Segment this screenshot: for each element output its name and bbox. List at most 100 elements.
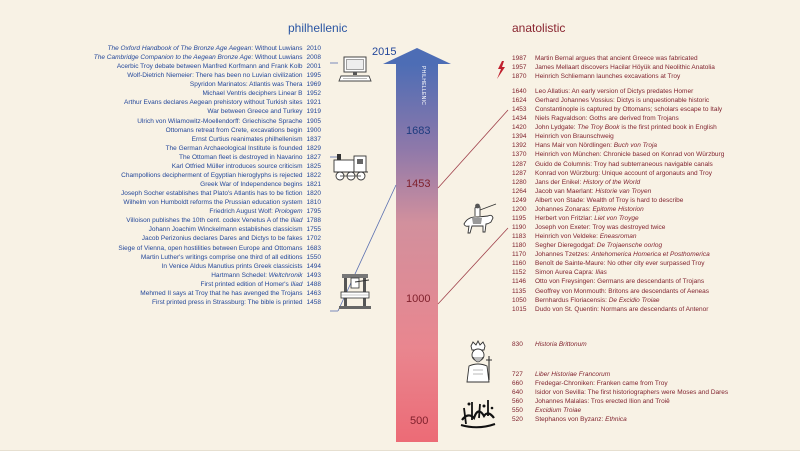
event-text: Wolf-Dietrich Niemeier: There has been n… bbox=[127, 72, 303, 80]
event-text: Heinrich Schliemann launches excavations… bbox=[535, 73, 681, 81]
event-year: 1702 bbox=[306, 235, 321, 243]
event-year: 1919 bbox=[306, 108, 321, 116]
event-text: First printed press in Strassburg: The b… bbox=[151, 298, 303, 306]
event-text: Karl Otfried Müller introduces source cr… bbox=[171, 162, 303, 170]
event-year: 1434 bbox=[512, 115, 527, 123]
philhellenic-header: philhellenic bbox=[288, 21, 348, 35]
event-text: Fredegar-Chroniken: Franken came from Tr… bbox=[535, 380, 668, 388]
anatolistic-event-row: 1200 Johannes Zonaras: Epitome Historion bbox=[512, 206, 644, 214]
event-year: 1624 bbox=[512, 97, 527, 105]
event-text: Hans Mair von Nördlingen: Buch von Troja bbox=[535, 142, 657, 150]
event-text: Heinrich von München: Chronicle based on… bbox=[535, 151, 725, 159]
event-year: 1755 bbox=[306, 226, 321, 234]
computer-icon bbox=[337, 54, 373, 89]
event-year: 1969 bbox=[306, 81, 321, 89]
event-year: 1135 bbox=[512, 287, 526, 295]
event-text: Villoison publishes the 10th cent. codex… bbox=[126, 217, 303, 225]
event-year: 830 bbox=[512, 341, 523, 348]
event-year: 1195 bbox=[512, 214, 526, 222]
event-year: 1190 bbox=[512, 224, 526, 232]
event-year: 1921 bbox=[306, 99, 321, 107]
event-text: Joseph von Exeter: Troy was destroyed tw… bbox=[535, 224, 666, 232]
event-year: 520 bbox=[512, 416, 523, 424]
philhellenic-event-row: Jacob Perizonius declares Dares and Dict… bbox=[142, 235, 321, 243]
event-year: 1952 bbox=[306, 90, 321, 98]
event-year: 1463 bbox=[306, 289, 321, 297]
event-text: Johannes Malalas: Tros erected Ilion and… bbox=[535, 398, 670, 406]
axis-mark-1683: 1683 bbox=[406, 125, 431, 137]
event-year: 1870 bbox=[512, 73, 527, 81]
event-text: First printed edition of Homer's Iliad bbox=[200, 280, 303, 288]
event-year: 1494 bbox=[306, 262, 321, 270]
anatolistic-event-row: 1287 Konrad von Würzburg: Unique account … bbox=[512, 170, 712, 178]
right-connector-lines bbox=[437, 109, 509, 305]
event-text: Constantinople is captured by Ottomans; … bbox=[535, 106, 723, 114]
event-text: War between Greece and Turkey bbox=[207, 108, 303, 116]
event-year: 1820 bbox=[306, 190, 321, 198]
event-year: 1287 bbox=[512, 169, 527, 177]
event-text: Wilhelm von Humboldt reforms the Prussia… bbox=[123, 199, 303, 207]
event-text: Johann Joachim Winckelmann establishes c… bbox=[148, 226, 303, 234]
printing-press-icon bbox=[338, 272, 372, 317]
event-text: Historia Brittonum bbox=[535, 341, 587, 348]
event-year: 1488 bbox=[306, 280, 321, 288]
event-text: Albert von Stade: Wealth of Troy is hard… bbox=[535, 196, 684, 204]
philhellenic-event-row: Siege of Vienna, open hostilities betwee… bbox=[118, 245, 321, 253]
philhellenic-event-row: Martin Luther's writings comprise one th… bbox=[141, 254, 321, 262]
event-text: The German Archaeological Institute is f… bbox=[165, 144, 303, 152]
event-text: Jacob Perizonius declares Dares and Dict… bbox=[141, 235, 303, 243]
philhellenic-event-row: Johann Joachim Winckelmann establishes c… bbox=[149, 226, 321, 234]
event-year: 1900 bbox=[306, 126, 321, 134]
event-text: James Mellaart discovers Hacilar Höyük a… bbox=[535, 64, 715, 72]
philhellenic-event-row: Arthur Evans declares Aegean prehistory … bbox=[124, 99, 321, 107]
event-text: In Venice Aldus Manutius prints Greek cl… bbox=[161, 262, 303, 270]
philhellenic-event-row: Wilhelm von Humboldt reforms the Prussia… bbox=[123, 199, 321, 207]
event-year: 1015 bbox=[512, 305, 527, 313]
event-year: 1200 bbox=[512, 205, 527, 213]
event-text: Jans der Enikel: History of the World bbox=[535, 178, 641, 186]
arabic-calligraphy-icon bbox=[458, 394, 498, 435]
event-text: Johannes Zonaras: Epitome Historion bbox=[535, 205, 644, 213]
philhellenic-event-row: Mehmed II says at Troy that he has aveng… bbox=[140, 290, 321, 298]
event-text: The Ottoman fleet is destroyed in Navari… bbox=[178, 153, 303, 161]
event-text: Segher Dieregodgaf: De Trojaensche oorlo… bbox=[535, 242, 663, 250]
philhellenic-event-row: Karl Otfried Müller introduces source cr… bbox=[172, 163, 321, 171]
event-text: Spyridon Marinatos: Atlantis was Thera bbox=[189, 81, 303, 89]
event-text: Isidor von Sevilla: The first historiogr… bbox=[535, 389, 729, 397]
event-text: Ulrich von Wilamowitz-Moellendorff: Grie… bbox=[137, 117, 303, 125]
event-text: Mehmed II says at Troy that he has aveng… bbox=[140, 289, 303, 297]
axis-vertical-label: PHILHELLENIC bbox=[420, 66, 426, 106]
event-text: Otto von Freysingen: Germans are descend… bbox=[535, 278, 705, 286]
philhellenic-event-row: In Venice Aldus Manutius prints Greek cl… bbox=[162, 263, 321, 271]
philhellenic-event-row: Wolf-Dietrich Niemeier: There has been n… bbox=[127, 72, 321, 80]
event-year: 560 bbox=[512, 398, 523, 406]
event-text: Konrad von Würzburg: Unique account of a… bbox=[535, 169, 713, 177]
event-text: Leo Allatius: An early version of Dictys… bbox=[535, 88, 694, 95]
event-year: 1453 bbox=[512, 106, 527, 114]
event-year: 640 bbox=[512, 389, 523, 397]
event-year: 1837 bbox=[306, 135, 321, 143]
axis-mark-1453: 1453 bbox=[406, 178, 431, 190]
event-year: 1493 bbox=[306, 271, 321, 279]
event-year: 2001 bbox=[306, 63, 321, 71]
event-year: 1995 bbox=[306, 72, 321, 80]
event-year: 1183 bbox=[512, 233, 526, 241]
event-text: Martin Luther's writings comprise one th… bbox=[140, 253, 303, 261]
event-year: 1287 bbox=[512, 160, 527, 168]
event-text: Simon Aurea Capra: Ilias bbox=[535, 269, 607, 277]
event-year: 1987 bbox=[512, 55, 527, 62]
axis-mark-500: 500 bbox=[410, 415, 429, 427]
event-year: 2008 bbox=[306, 54, 321, 62]
